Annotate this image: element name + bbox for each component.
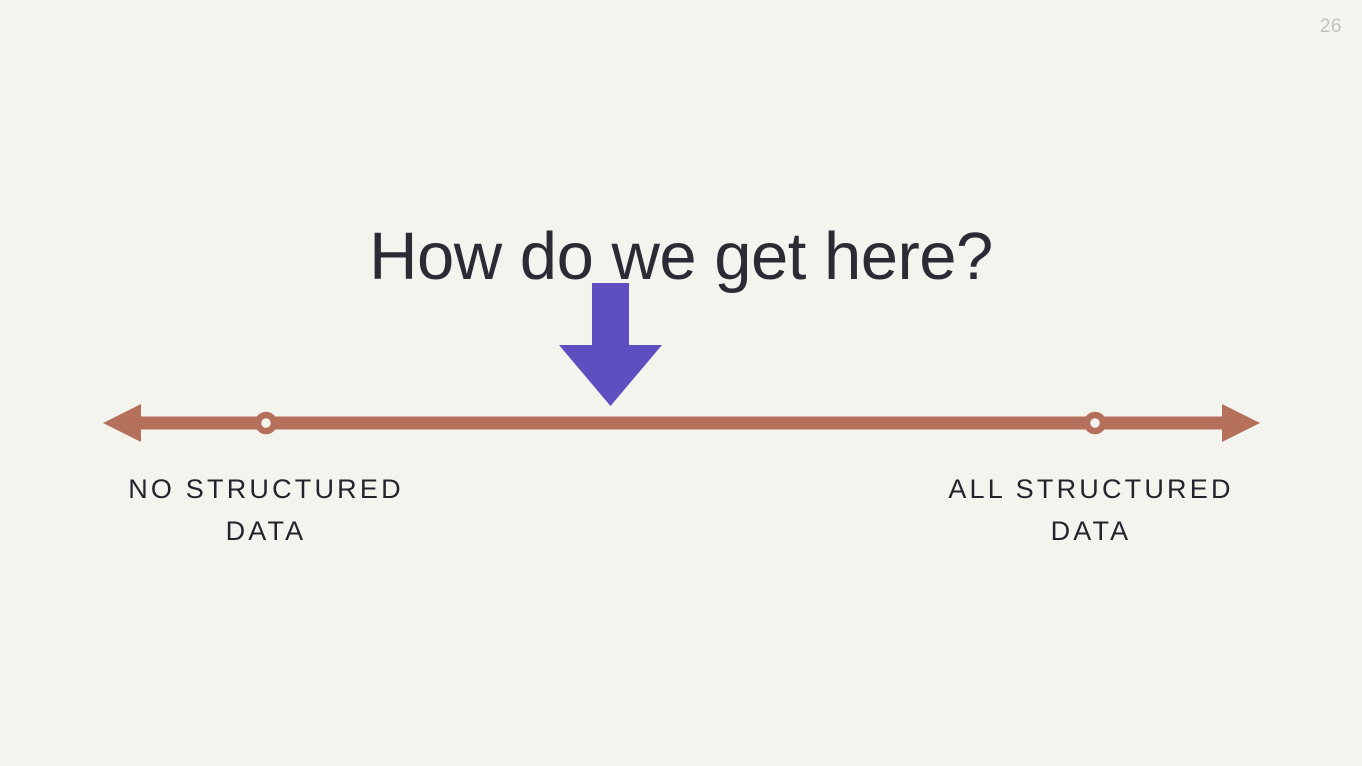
axis-marker-right <box>1083 411 1107 435</box>
spectrum-axis <box>0 398 1362 450</box>
axis-marker-left <box>254 411 278 435</box>
page-number: 26 <box>1319 16 1342 37</box>
down-arrow-icon <box>556 280 666 410</box>
axis-label-right: ALL STRUCTURED DATA <box>881 469 1301 553</box>
down-arrow-shape <box>559 283 662 406</box>
page-title: How do we get here? <box>369 218 993 294</box>
axis-label-left-line-2: DATA <box>225 515 307 546</box>
axis-arrowhead-right <box>1222 404 1260 442</box>
axis-arrowhead-left <box>103 404 141 442</box>
axis-label-left: NO STRUCTURED DATA <box>56 469 476 553</box>
axis-label-right-line-2: DATA <box>1050 515 1132 546</box>
axis-label-right-line-1: ALL STRUCTURED <box>948 474 1234 504</box>
axis-label-left-line-1: NO STRUCTURED <box>128 474 404 504</box>
axis-line <box>120 416 1246 430</box>
